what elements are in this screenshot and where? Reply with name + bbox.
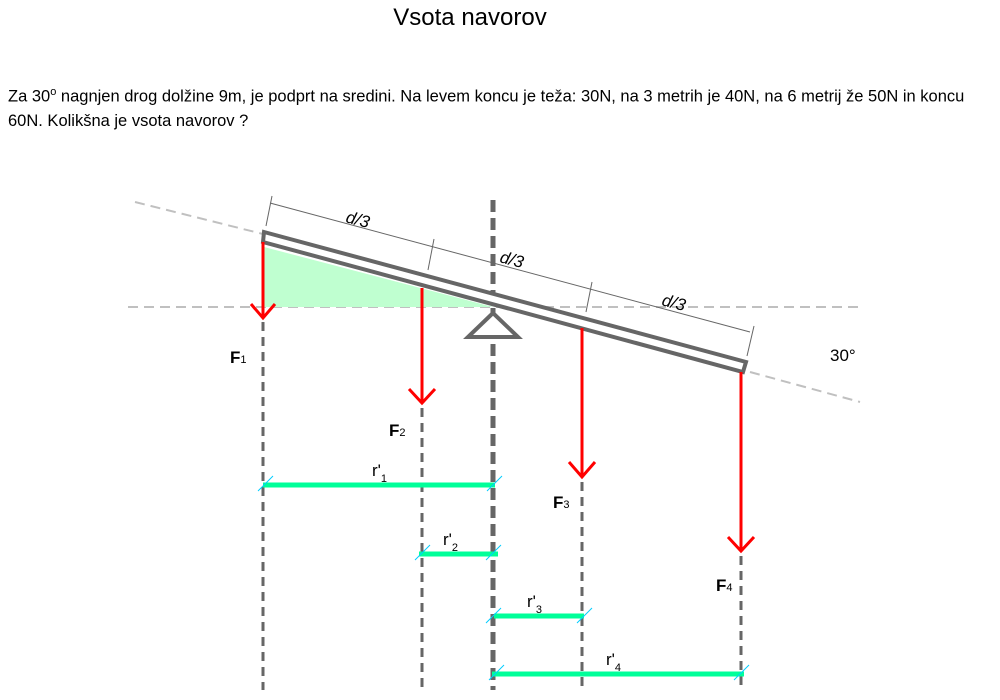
force-label-3: F3 (553, 493, 570, 512)
force-label-4: F4 (716, 576, 733, 595)
arm-label-3: r'3 (527, 592, 542, 616)
problem-text-part2: nagnjen drog dolžine 9m, je podprt na sr… (8, 87, 965, 130)
arm-label-2: r'2 (443, 530, 458, 554)
segment-label-1: d/3 (344, 208, 372, 233)
support-triangle (463, 310, 523, 339)
angle-area (264, 247, 493, 307)
slope-guide-left (134, 201, 264, 235)
degree-sup: o (50, 86, 57, 98)
problem-text-part1: Za 30 (8, 87, 51, 106)
force-arrow-4 (726, 372, 756, 554)
segment-label-2: d/3 (498, 248, 526, 273)
force-label-2: F2 (389, 421, 406, 440)
force-arrow-2 (407, 288, 437, 406)
page-title: Vsota navorov (393, 4, 547, 31)
problem-text: Za 30o nagnjen drog dolžine 9m, je podpr… (8, 80, 968, 133)
force-arrow-3 (567, 328, 597, 480)
beam (260, 229, 749, 375)
arm-label-1: r'1 (372, 461, 387, 485)
segment-label-3: d/3 (660, 291, 688, 316)
arm-label-4: r'4 (606, 650, 621, 674)
slope-guide-right (749, 371, 861, 403)
arm-ticks (257, 475, 750, 681)
angle-label: 30° (830, 346, 856, 365)
force-arrow-1 (249, 242, 277, 321)
force-label-1: F1 (230, 348, 247, 367)
dimension-line (265, 195, 755, 357)
